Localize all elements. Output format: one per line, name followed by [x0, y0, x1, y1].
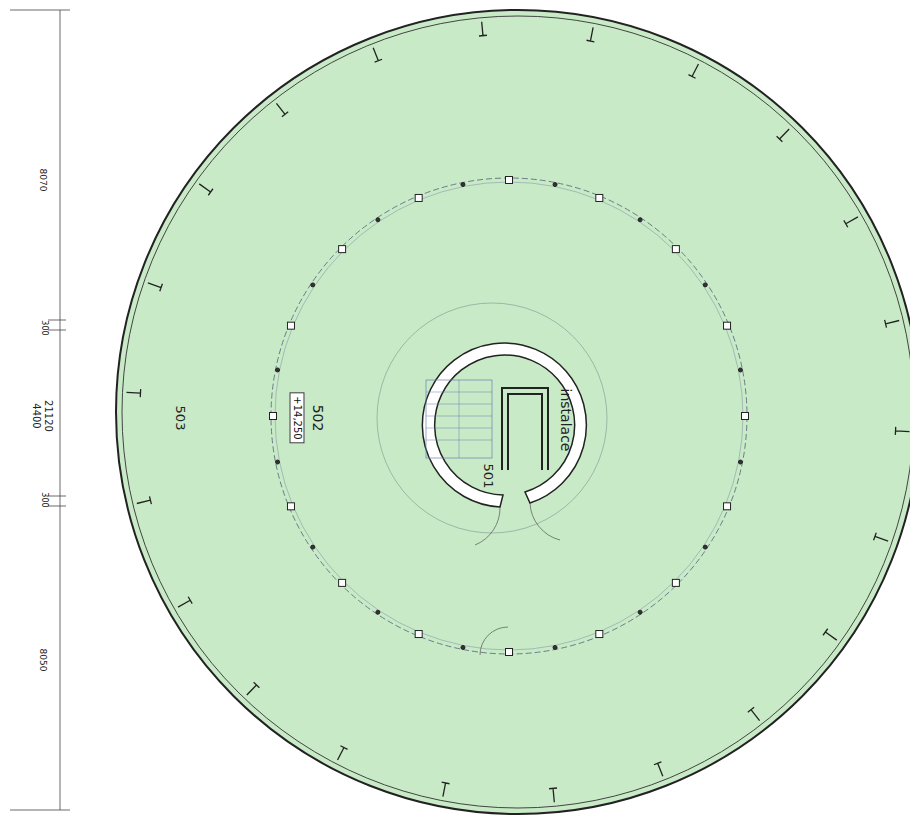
tick-mark — [895, 427, 909, 435]
stair — [426, 380, 492, 458]
room-number: 502 — [311, 405, 325, 432]
dimension-text: 300 — [40, 492, 48, 507]
column-square — [287, 322, 294, 329]
column-square — [742, 413, 749, 420]
core-wall — [422, 343, 586, 507]
column-dot — [638, 218, 642, 222]
tick-mark — [587, 27, 595, 42]
glass-facade-inner — [275, 182, 743, 650]
door-swing — [480, 627, 508, 655]
column-square — [506, 177, 513, 184]
glass-facade — [271, 178, 747, 654]
column-dot — [311, 545, 315, 549]
room-number: 501 — [482, 464, 495, 489]
elevation-text: +14,250 — [292, 396, 303, 439]
tick-mark — [549, 788, 557, 802]
column-dot — [638, 610, 642, 614]
column-dot — [461, 183, 465, 187]
tick-mark — [442, 782, 450, 797]
column-square — [596, 631, 603, 638]
dimension-text: 8050 — [38, 649, 47, 672]
column-square — [596, 194, 603, 201]
column-dot — [311, 283, 315, 287]
dimension-text: 21120 — [43, 400, 53, 432]
tick-mark — [373, 48, 382, 62]
dimension-text: 4400 — [31, 403, 41, 428]
column-square — [415, 631, 422, 638]
column-dot — [703, 545, 707, 549]
floor-edge — [122, 16, 910, 808]
column-dot — [376, 218, 380, 222]
tick-mark — [823, 629, 837, 640]
tick-mark — [276, 103, 288, 116]
tick-mark — [885, 320, 900, 328]
tick-mark — [777, 129, 790, 142]
dimension-text: 300 — [40, 320, 48, 335]
tick-mark — [178, 597, 192, 607]
tick-mark — [148, 283, 163, 291]
shaft-wall — [502, 388, 548, 470]
core-grid — [377, 303, 607, 533]
room-name: instalace — [559, 389, 573, 452]
elevation-tag: +14,250 — [290, 392, 305, 443]
column-dot — [553, 183, 557, 187]
tick-mark — [338, 746, 348, 760]
column-square — [287, 503, 294, 510]
column-dot — [703, 283, 707, 287]
tick-mark — [479, 22, 487, 36]
columns — [270, 177, 749, 656]
column-dot — [738, 368, 742, 372]
tick-mark — [874, 533, 889, 541]
column-square — [270, 413, 277, 420]
column-dot — [276, 368, 280, 372]
door-swing — [475, 503, 560, 545]
outer-ticks — [126, 22, 909, 803]
tick-mark — [748, 707, 760, 720]
tick-mark — [688, 64, 698, 78]
tick-mark — [654, 762, 663, 776]
column-square — [415, 194, 422, 201]
column-square — [672, 246, 679, 253]
column-square — [672, 579, 679, 586]
tick-mark — [137, 496, 152, 504]
column-dot — [553, 645, 557, 649]
room-number: 503 — [174, 406, 187, 431]
column-square — [506, 649, 513, 656]
column-square — [724, 322, 731, 329]
column-square — [339, 246, 346, 253]
tick-mark — [199, 184, 213, 195]
tick-mark — [247, 682, 260, 695]
dimension-text: 8070 — [38, 169, 47, 192]
column-dot — [738, 460, 742, 464]
column-square — [724, 503, 731, 510]
column-dot — [276, 460, 280, 464]
dimension-line — [10, 10, 70, 810]
tick-mark — [126, 389, 140, 397]
column-dot — [376, 610, 380, 614]
floor-outline — [116, 10, 910, 814]
column-square — [339, 579, 346, 586]
column-dot — [461, 645, 465, 649]
tick-mark — [844, 217, 858, 227]
stair-treads — [426, 380, 492, 458]
